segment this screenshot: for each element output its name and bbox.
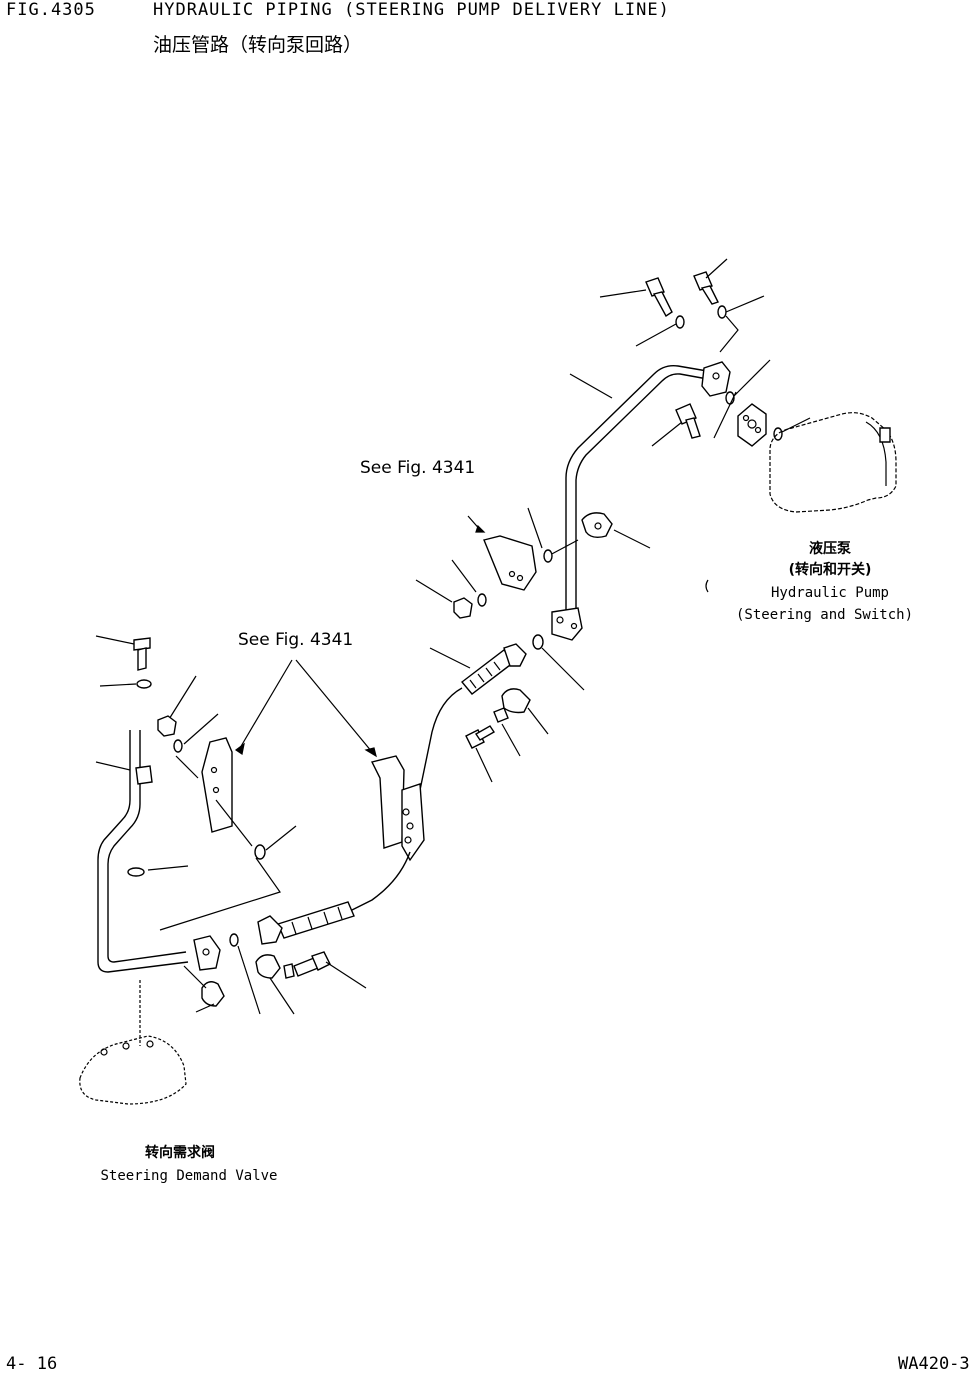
pipe-flange-lower-left: [194, 936, 220, 970]
upper-steel-pipe: [566, 366, 713, 612]
left-steel-pipe: [98, 730, 188, 972]
lock-washer-lower: [284, 964, 294, 978]
washer-right: [718, 306, 726, 318]
steering-demand-valve-body: [80, 1036, 186, 1104]
page-number: 4- 16: [6, 1354, 58, 1374]
hydraulic-pump-label-cn: 液压泵: [809, 541, 851, 557]
pump-flange: [738, 404, 766, 446]
bolt-top-left: [134, 638, 150, 670]
steering-demand-valve-label-cn: 转向需求阀: [145, 1145, 215, 1161]
flange-bolt-pump: [676, 404, 700, 438]
model-number: WA420-3: [898, 1354, 970, 1374]
nut-left: [158, 716, 176, 736]
o-ring-left: [255, 845, 265, 859]
washer-upper: [478, 594, 486, 606]
o-ring-pump-flange: [774, 428, 782, 440]
washer-left: [676, 316, 684, 328]
washer-left-bracket: [174, 740, 182, 752]
pipe-mount-tab: [136, 766, 152, 784]
split-flange-lower: [256, 955, 280, 978]
bracket-upper: [484, 536, 536, 590]
washer-top-left: [137, 680, 151, 688]
clamp-spacer: [544, 550, 552, 562]
hydraulic-pump-label-en-sub: (Steering and Switch): [736, 607, 914, 623]
figure-number: FIG.4305: [6, 0, 96, 20]
top-bolt-right: [694, 272, 718, 304]
hose-lower: [258, 852, 410, 944]
o-ring-lower: [230, 934, 238, 946]
bracket-mid: [372, 756, 424, 860]
see-fig-callout-upper: See Fig. 4341: [360, 458, 476, 478]
see-fig-callout-lower: See Fig. 4341: [238, 630, 354, 650]
figure-title-chinese: 油压管路（转向泵回路）: [153, 34, 363, 56]
see-fig-leaders: [236, 660, 376, 756]
o-ring-hose-upper: [533, 635, 543, 649]
top-bolt-left: [646, 278, 672, 316]
pipe-clamp-upper: [582, 513, 612, 537]
figure-title-english: HYDRAULIC PIPING (STEERING PUMP DELIVERY…: [153, 0, 670, 20]
o-ring-pipe-left: [128, 868, 144, 876]
pipe-flange-lower-end: [552, 608, 582, 640]
pipe-flange-pump-end: [702, 362, 730, 396]
split-flange-lower-left: [202, 982, 224, 1006]
split-flange-upper-a: [502, 689, 530, 713]
hydraulic-pump-label-cn-sub: (转向和开关): [788, 562, 872, 578]
hydraulic-pump-label-en: Hydraulic Pump: [770, 585, 889, 601]
steering-demand-valve-label-en: Steering Demand Valve: [100, 1168, 278, 1184]
bracket-left: [202, 738, 232, 832]
nut-upper: [454, 598, 472, 618]
lock-washer-upper: [494, 708, 508, 722]
leader-tick: [706, 580, 708, 592]
hydraulic-pump-body: [770, 413, 896, 512]
flange-bolt-lower: [294, 952, 330, 976]
flange-bolt-upper: [466, 726, 494, 748]
hose-fitting-upper: [462, 644, 526, 694]
